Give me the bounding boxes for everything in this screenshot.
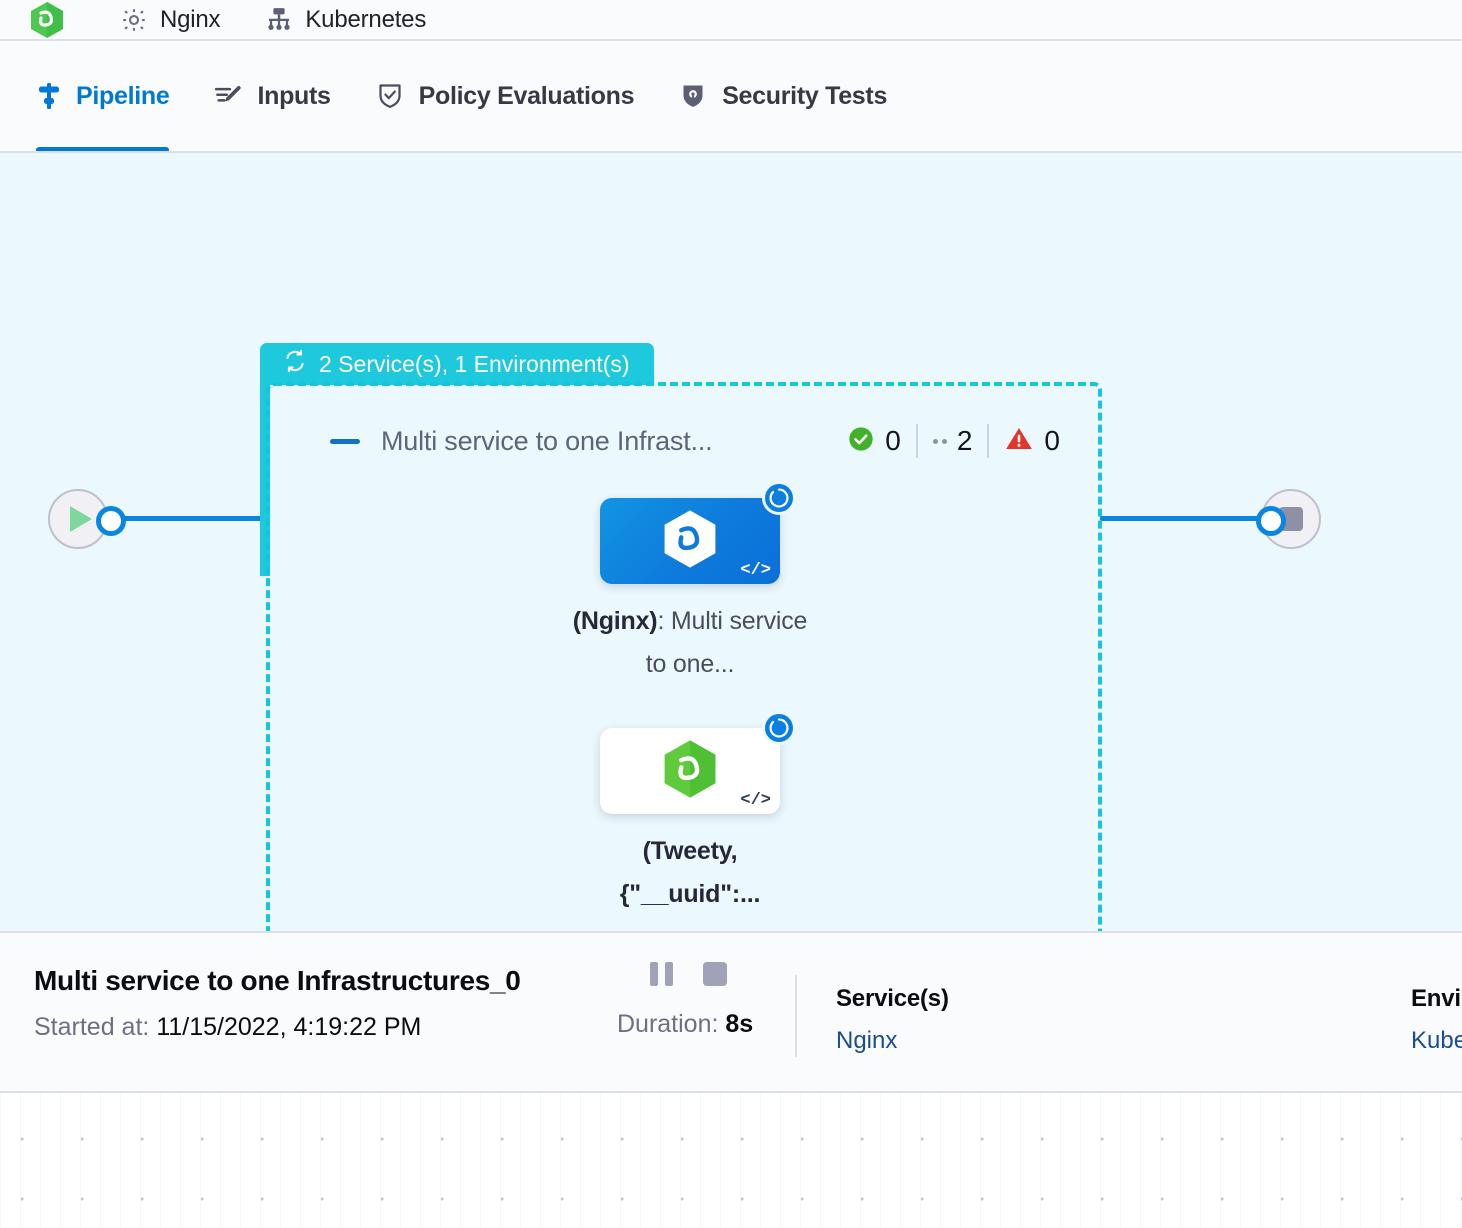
- pause-button[interactable]: [650, 962, 673, 986]
- play-icon: [69, 506, 92, 532]
- services-column: Service(s) Nginx: [836, 985, 949, 1055]
- pipeline-canvas[interactable]: 2 Service(s), 1 Environment(s) Multi ser…: [0, 153, 1462, 931]
- tab-security-tests[interactable]: Security Tests: [678, 41, 888, 151]
- tab-policy-evaluations[interactable]: Policy Evaluations: [375, 41, 635, 151]
- status-count-running-value: 2: [956, 425, 973, 456]
- harness-hex-logo-icon: [30, 1, 64, 38]
- tab-inputs[interactable]: Inputs: [213, 41, 331, 151]
- status-count-failed-value: 0: [1044, 425, 1060, 456]
- count-divider: [987, 424, 990, 458]
- breadcrumb-item-infrastructure-label: Kubernetes: [305, 5, 427, 33]
- matrix-loop-icon: [282, 348, 308, 380]
- execution-duration: Duration: 8s: [617, 1010, 753, 1039]
- tab-bar: Pipeline Inputs Policy Evaluations: [0, 41, 1462, 153]
- tab-pipeline-label: Pipeline: [76, 81, 170, 110]
- check-circle-icon: [847, 425, 875, 458]
- stage-group-box[interactable]: Multi service to one Infrast... 0 2: [266, 382, 1102, 931]
- breadcrumb-item-infrastructure[interactable]: Kubernetes: [264, 5, 426, 35]
- duration-value: 8s: [725, 1010, 754, 1038]
- group-header: Multi service to one Infrast... 0 2: [330, 424, 1060, 458]
- infrastructure-icon: [264, 5, 294, 35]
- pipeline-step-nginx[interactable]: </> (Nginx): Multi service to one...: [565, 481, 815, 685]
- step-status-running-icon[interactable]: [762, 481, 796, 515]
- group-title: Multi service to one Infrast...: [381, 425, 713, 456]
- count-divider: [915, 424, 918, 458]
- started-at-value: 11/15/2022, 4:19:22 PM: [156, 1013, 422, 1041]
- status-count-success-value: 0: [885, 425, 901, 456]
- canvas-grid-background: [0, 1093, 1462, 1228]
- harness-hex-green-icon: [663, 739, 717, 803]
- environments-label: Envi: [1411, 985, 1461, 1012]
- tab-pipeline[interactable]: Pipeline: [36, 41, 170, 151]
- group-status-counts: 0 2 0: [847, 424, 1060, 458]
- services-value[interactable]: Nginx: [836, 1027, 898, 1054]
- tab-policy-evaluations-label: Policy Evaluations: [418, 81, 635, 110]
- code-icon: </>: [740, 561, 771, 580]
- end-node-port[interactable]: [1256, 506, 1286, 536]
- code-icon: </>: [740, 791, 771, 810]
- status-count-failed: 0: [989, 425, 1060, 458]
- status-count-success: 0: [847, 425, 916, 458]
- execution-started-at: Started at: 11/15/2022, 4:19:22 PM: [34, 1013, 421, 1042]
- shield-check-icon: [375, 81, 405, 111]
- step-card[interactable]: </>: [600, 711, 796, 814]
- step-label-rest: : Multi service to one...: [645, 607, 808, 678]
- execution-detail-bar: Multi service to one Infrastructures_0 S…: [0, 931, 1462, 1093]
- detail-divider: [795, 975, 797, 1057]
- started-at-label: Started at:: [34, 1013, 150, 1041]
- breadcrumb: Nginx Kubernetes: [0, 0, 1462, 41]
- status-count-running: 2: [918, 425, 988, 457]
- group-badge[interactable]: 2 Service(s), 1 Environment(s): [260, 343, 654, 385]
- pipeline-icon: [36, 81, 62, 111]
- services-label: Service(s): [836, 985, 949, 1012]
- warning-triangle-icon: [1004, 425, 1034, 458]
- connector-line-start: [112, 516, 264, 521]
- shield-lock-icon: [678, 81, 708, 111]
- collapse-toggle-icon[interactable]: [330, 438, 360, 444]
- group-badge-strip: [260, 381, 270, 576]
- inputs-pencil-icon: [213, 81, 243, 111]
- start-node-port[interactable]: [96, 506, 126, 536]
- step-label: (Nginx): Multi service to one...: [565, 600, 815, 685]
- environments-value[interactable]: Kube: [1411, 1027, 1462, 1054]
- gear-icon: [119, 5, 149, 35]
- tab-security-tests-label: Security Tests: [722, 81, 888, 110]
- step-status-running-icon[interactable]: [762, 711, 796, 745]
- breadcrumb-item-project[interactable]: [30, 1, 75, 38]
- step-label-rest: {"__uuid":...: [619, 879, 761, 908]
- step-label-bold: (Tweety,: [642, 837, 738, 865]
- tab-inputs-label: Inputs: [257, 81, 331, 110]
- environments-column: Envi Kube: [1411, 985, 1462, 1055]
- connector-line-end: [1100, 516, 1266, 521]
- run-controls: [650, 962, 727, 986]
- stop-button[interactable]: [703, 962, 727, 986]
- step-card[interactable]: </>: [600, 481, 796, 584]
- pipeline-step-tweety[interactable]: </> (Tweety, {"__uuid":...: [565, 711, 815, 915]
- duration-label: Duration:: [617, 1010, 719, 1038]
- breadcrumb-item-service[interactable]: Nginx: [119, 5, 221, 35]
- step-label-bold: (Nginx): [572, 607, 658, 635]
- ellipsis-icon: [932, 438, 947, 444]
- harness-hex-white-icon: [663, 509, 717, 573]
- group-badge-label: 2 Service(s), 1 Environment(s): [319, 350, 630, 377]
- step-label: (Tweety, {"__uuid":...: [565, 830, 815, 915]
- execution-title: Multi service to one Infrastructures_0: [34, 965, 521, 996]
- breadcrumb-item-service-label: Nginx: [160, 5, 221, 33]
